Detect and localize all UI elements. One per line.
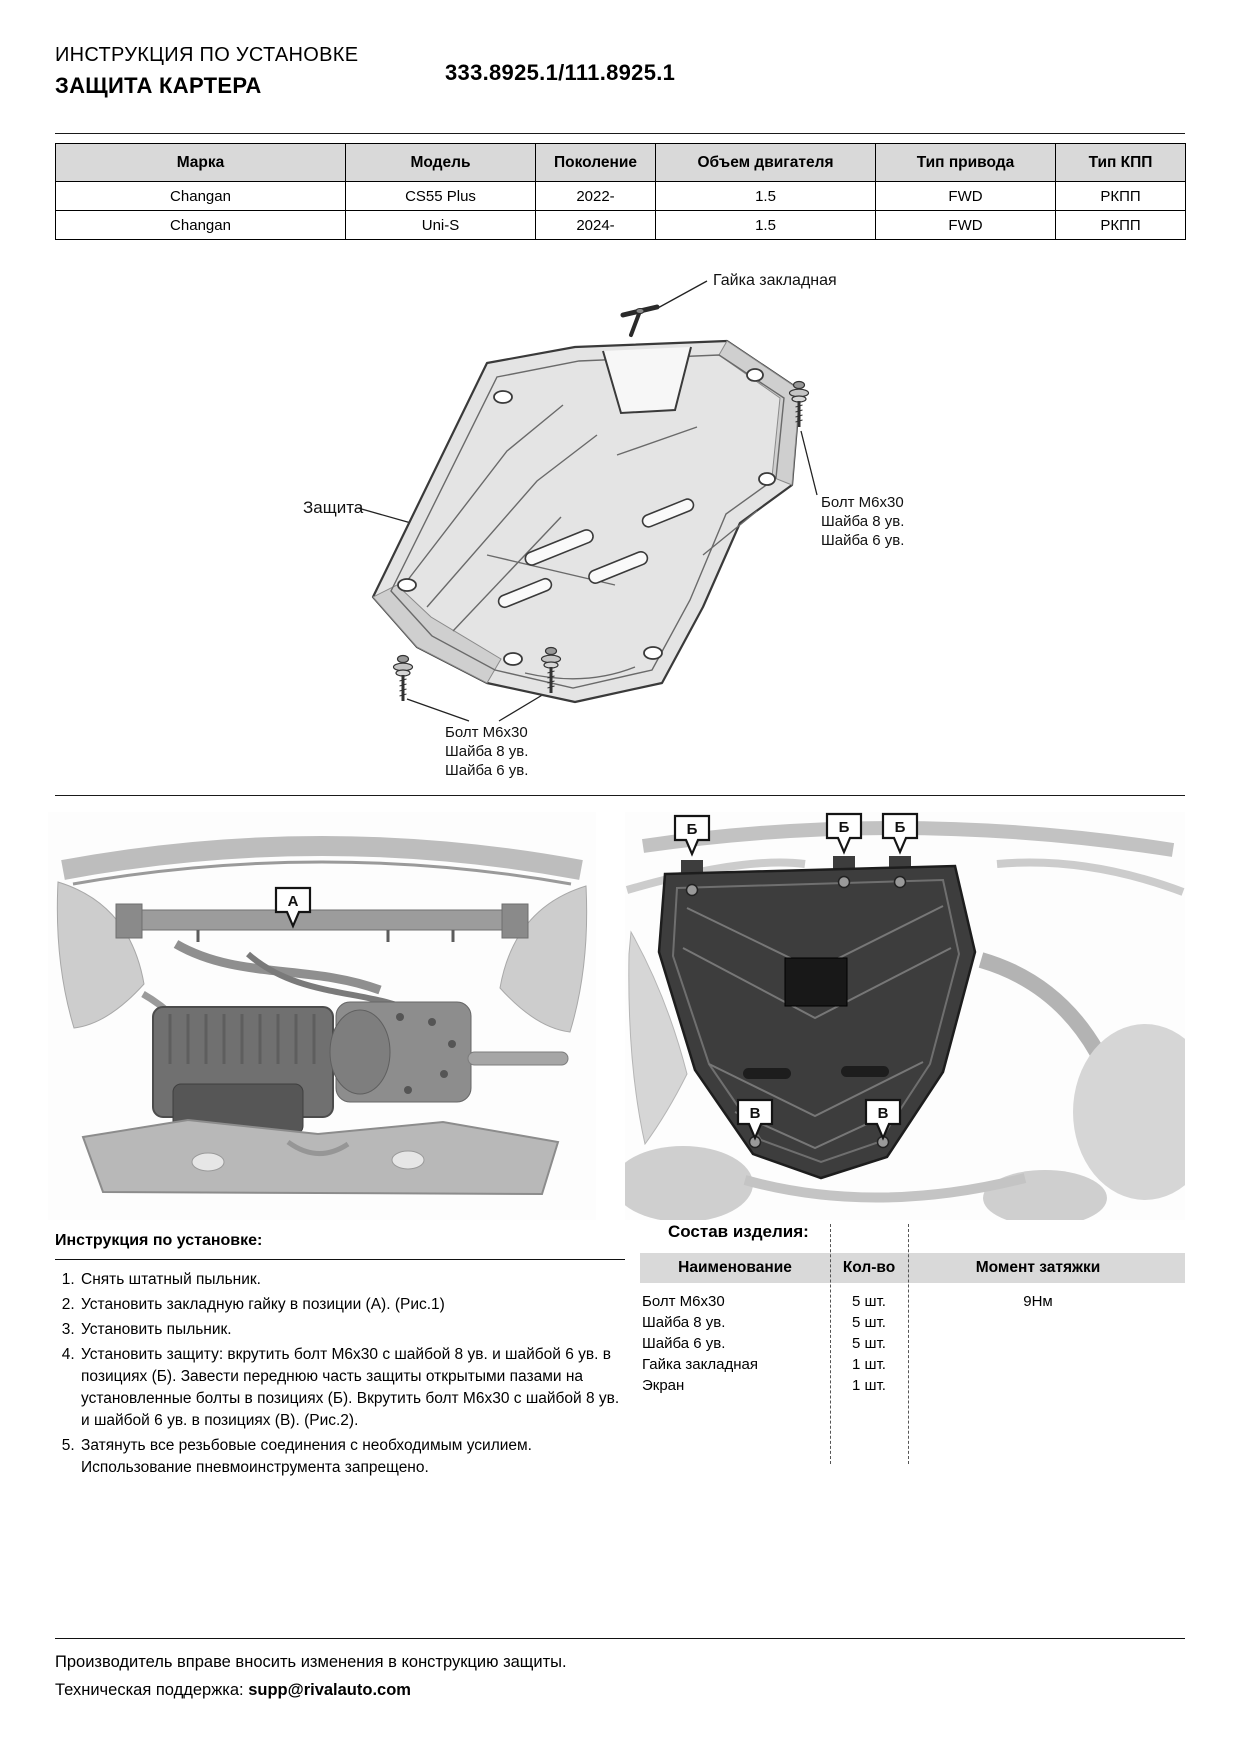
position-marker-b2: Б — [825, 812, 863, 855]
instructions-divider — [55, 1259, 625, 1260]
instruction-step: Затянуть все резьбовые соединения с необ… — [79, 1435, 625, 1479]
part-number: 333.8925.1/111.8925.1 — [445, 60, 676, 85]
vehicle-col-header: Марка — [55, 143, 346, 182]
vehicle-cell: РКПП — [1055, 210, 1186, 240]
svg-text:Болт М6х30: Болт М6х30 — [821, 494, 904, 511]
composition-row: Экран 1 шт. — [642, 1377, 886, 1394]
svg-text:В: В — [878, 1105, 889, 1122]
bolt-icon-bottom-left — [392, 654, 414, 703]
svg-text:Шайба 8 ув.: Шайба 8 ув. — [445, 743, 528, 760]
document-header: ИНСТРУКЦИЯ ПО УСТАНОВКЕ ЗАЩИТА КАРТЕРА 3… — [55, 44, 1185, 114]
embedded-nut-icon — [620, 304, 660, 337]
vehicle-cell: 2024- — [535, 210, 656, 240]
footer: Производитель вправе вносить изменения в… — [55, 1638, 1185, 1700]
nut-label: Гайка закладная — [713, 272, 837, 289]
bolt-label-bottom: Болт М6х30 Шайба 8 ув. Шайба 6 ув. — [445, 724, 528, 779]
instructions-section: Инструкция по установке: Снять штатный п… — [55, 1232, 625, 1482]
svg-text:Шайба 8 ув.: Шайба 8 ув. — [821, 513, 904, 530]
vehicle-col-header: Тип привода — [875, 143, 1056, 182]
vehicle-cell: 1.5 — [655, 181, 876, 211]
support-email-link[interactable]: supp@rivalauto.com — [248, 1681, 411, 1699]
vehicle-table: Марка Модель Поколение Объем двигателя Т… — [55, 143, 1186, 240]
vehicle-cell: FWD — [875, 181, 1056, 211]
divider-middle — [55, 795, 1185, 796]
doc-title-line2: ЗАЩИТА КАРТЕРА — [55, 73, 262, 98]
instruction-step: Установить защиту: вкрутить болт М6х30 с… — [79, 1344, 625, 1432]
position-marker-a: А — [274, 886, 312, 929]
vehicle-row: Changan Uni-S 2024- 1.5 FWD РКПП — [55, 210, 1186, 240]
instruction-step: Снять штатный пыльник. — [79, 1269, 625, 1291]
composition-col-header: Момент затяжки — [975, 1259, 1101, 1276]
svg-text:В: В — [750, 1105, 761, 1122]
doc-title-line1: ИНСТРУКЦИЯ ПО УСТАНОВКЕ — [55, 44, 359, 66]
composition-rows: Болт М6х30 5 шт. 9Нм Шайба 8 ув. 5 шт. Ш… — [640, 1291, 1185, 1396]
divider-top — [55, 133, 1185, 134]
vehicle-table-header-row: Марка Модель Поколение Объем двигателя Т… — [55, 143, 1186, 182]
svg-text:Б: Б — [895, 819, 906, 836]
position-marker-v2: В — [864, 1098, 902, 1141]
svg-text:Шайба 6 ув.: Шайба 6 ув. — [821, 532, 904, 549]
vehicle-cell: 2022- — [535, 181, 656, 211]
svg-text:Болт М6х30: Болт М6х30 — [445, 724, 528, 741]
composition-header-row: Наименование Кол-во Момент затяжки — [640, 1253, 1185, 1283]
vehicle-cell: РКПП — [1055, 181, 1186, 211]
composition-row: Гайка закладная 1 шт. — [642, 1356, 886, 1373]
svg-text:Б: Б — [687, 821, 698, 838]
figure-2: Б Б Б В В — [613, 812, 1217, 1226]
manufacturer-disclaimer: Производитель вправе вносить изменения в… — [55, 1653, 567, 1671]
svg-text:Б: Б — [839, 819, 850, 836]
instruction-step: Установить закладную гайку в позиции (А)… — [79, 1294, 625, 1316]
shield-plate-drawing — [371, 339, 802, 704]
composition-col-header: Кол-во — [842, 1259, 896, 1276]
composition-row: Шайба 8 ув. 5 шт. — [642, 1314, 886, 1331]
vehicle-cell: Uni-S — [345, 210, 536, 240]
figure-1: А — [48, 812, 596, 1220]
vehicle-row: Changan CS55 Plus 2022- 1.5 FWD РКПП — [55, 181, 1186, 211]
instructions-title: Инструкция по установке: — [55, 1232, 263, 1249]
composition-section: Состав изделия: Наименование Кол-во Моме… — [640, 1222, 1185, 1474]
vehicle-col-header: Тип КПП — [1055, 143, 1186, 182]
figure-2-container: Б Б Б В В — [613, 812, 1217, 1226]
vehicle-cell: FWD — [875, 210, 1056, 240]
exploded-diagram-section: Гайка закладная Защита Болт М6х30 Шайба … — [55, 255, 1185, 795]
vehicle-cell: Changan — [55, 210, 346, 240]
svg-text:А: А — [288, 893, 299, 910]
vehicle-col-header: Модель — [345, 143, 536, 182]
support-label: Техническая поддержка: — [55, 1681, 244, 1699]
vehicle-cell: Changan — [55, 181, 346, 211]
support-line: Техническая поддержка: supp@rivalauto.co… — [55, 1681, 1185, 1700]
bolt-label-right: Болт М6х30 Шайба 8 ув. Шайба 6 ув. — [821, 494, 904, 549]
composition-col-header: Наименование — [678, 1259, 792, 1276]
main-diagram: Гайка закладная Защита Болт М6х30 Шайба … — [303, 272, 904, 779]
vehicle-cell: 1.5 — [655, 210, 876, 240]
composition-divider-1 — [830, 1224, 831, 1464]
position-marker-b3: Б — [881, 812, 919, 855]
shield-label: Защита — [303, 498, 364, 517]
instruction-step: Установить пыльник. — [79, 1319, 625, 1341]
position-marker-b1: Б — [673, 814, 711, 857]
position-marker-v1: В — [736, 1098, 774, 1141]
vehicle-col-header: Поколение — [535, 143, 656, 182]
figure-1-container: А — [48, 812, 596, 1220]
composition-row: Болт М6х30 5 шт. 9Нм — [642, 1293, 1053, 1310]
composition-title: Состав изделия: — [668, 1222, 809, 1241]
vehicle-col-header: Объем двигателя — [655, 143, 876, 182]
vehicle-cell: CS55 Plus — [345, 181, 536, 211]
svg-text:Шайба 6 ув.: Шайба 6 ув. — [445, 762, 528, 779]
composition-divider-2 — [908, 1224, 909, 1464]
divider-footer — [55, 1638, 1185, 1639]
composition-row: Шайба 6 ув. 5 шт. — [642, 1335, 886, 1352]
leader-lines — [357, 280, 818, 722]
instructions-list: Снять штатный пыльник. Установить заклад… — [55, 1269, 625, 1479]
